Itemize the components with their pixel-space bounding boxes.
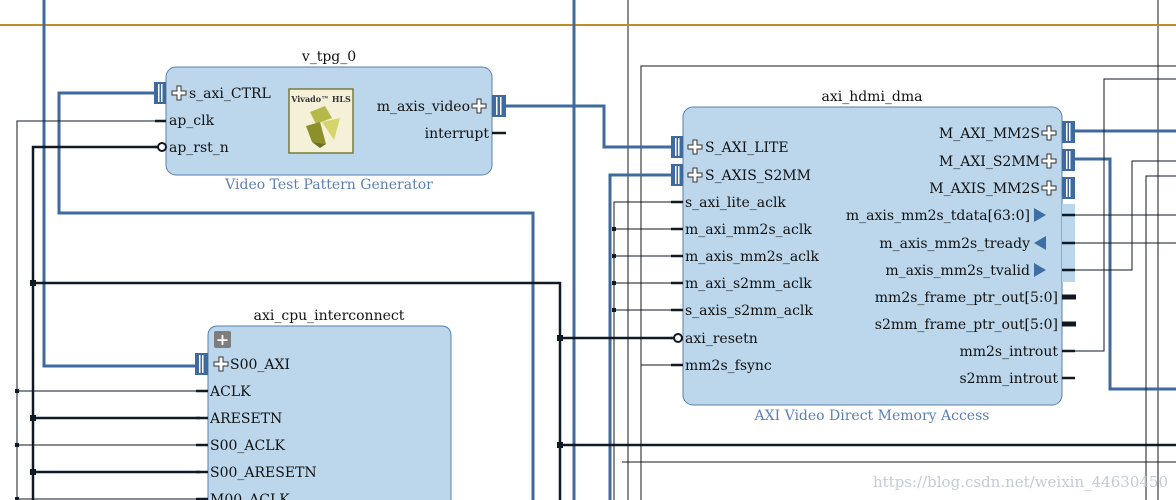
port-label: mm2s_introut — [959, 344, 1058, 360]
wire-junctions — [15, 227, 616, 500]
port-label: axi_resetn — [685, 331, 758, 347]
bus-wires — [42, 0, 1176, 500]
port-label: ARESETN — [209, 411, 282, 427]
port-label: m_axi_mm2s_aclk — [685, 222, 812, 238]
frame-lines — [622, 0, 1176, 500]
block-axi-hdmi-dma[interactable]: axi_hdmi_dma — [671, 89, 1076, 424]
expand-plus-icon[interactable] — [1041, 180, 1057, 196]
expand-plus-icon[interactable] — [687, 167, 703, 183]
port-label: S00_ACLK — [210, 438, 286, 454]
expand-plus-icon[interactable] — [1041, 125, 1057, 141]
bus-connector-m-axi-s2mm[interactable] — [1062, 149, 1075, 171]
expand-hierarchy-button[interactable]: + — [214, 330, 231, 349]
bus-pins — [1062, 294, 1076, 327]
bus-connector-s-axis-s2mm[interactable] — [671, 164, 683, 186]
svg-text:+: + — [216, 330, 229, 349]
port-label: S_AXI_LITE — [705, 140, 789, 156]
bus-connector-m-axis-mm2s[interactable] — [1062, 177, 1075, 199]
expand-plus-icon[interactable] — [687, 139, 703, 155]
bus-connector-s-axi-ctrl[interactable] — [154, 82, 166, 104]
right-pins — [1062, 213, 1075, 272]
port-label: m_axis_video — [377, 99, 470, 115]
block-description-v-tpg-0: Video Test Pattern Generator — [224, 177, 433, 193]
bus-connector-m-axis-video[interactable] — [492, 95, 506, 117]
port-label: m_axis_mm2s_aclk — [685, 249, 819, 265]
logo-label: Vivado™ HLS — [290, 94, 351, 104]
block-title-axi-cpu-interconnect: axi_cpu_interconnect — [254, 308, 405, 324]
port-label: s_axis_s2mm_aclk — [685, 303, 813, 319]
output-arrow-icon — [1034, 208, 1046, 222]
port-label: s_axi_lite_aclk — [685, 195, 786, 211]
port-label: m_axis_mm2s_tvalid — [885, 263, 1030, 279]
port-label: ap_clk — [169, 113, 215, 129]
pin-axi-resetn-inverter — [673, 333, 683, 343]
port-label: s_axi_CTRL — [189, 86, 271, 102]
bus-connector-s-axi-lite[interactable] — [671, 136, 683, 158]
block-v-tpg-0[interactable]: v_tpg_0 s_axi_CTRL ap_clk ap_rst_n m_axi… — [154, 49, 506, 193]
port-label: ACLK — [209, 384, 251, 400]
vivado-hls-logo: Vivado™ HLS — [288, 88, 354, 154]
block-body-axi-cpu-interconnect[interactable] — [207, 325, 452, 500]
port-label: M_AXI_MM2S — [939, 126, 1040, 142]
port-label: S00_AXI — [230, 357, 290, 373]
port-label: S_AXIS_S2MM — [705, 168, 811, 184]
block-title-v-tpg-0: v_tpg_0 — [301, 49, 356, 65]
port-label: M_AXIS_MM2S — [929, 181, 1040, 197]
port-label: mm2s_frame_ptr_out[5:0] — [875, 290, 1058, 306]
interconnect-pins — [196, 389, 208, 500]
port-label: mm2s_fsync — [685, 358, 772, 374]
block-axi-cpu-interconnect[interactable]: axi_cpu_interconnect + S00_AXI ACLK ARES… — [195, 308, 452, 500]
port-label: m_axis_mm2s_tdata[63:0] — [846, 208, 1030, 224]
expand-plus-icon[interactable] — [1041, 153, 1057, 169]
port-label: ap_rst_n — [169, 140, 229, 156]
right-pins-lower — [1062, 349, 1075, 380]
input-arrow-icon — [1034, 236, 1046, 250]
port-label: interrupt — [425, 126, 490, 142]
bus-connector-m-axi-mm2s[interactable] — [1062, 121, 1075, 143]
bus-connector-s00-axi[interactable] — [195, 353, 208, 375]
pin-ap-rst-n-inverter — [157, 142, 167, 152]
port-label: M00_ACLK — [210, 492, 290, 500]
port-label: m_axi_s2mm_aclk — [685, 276, 812, 292]
port-label: s2mm_introut — [959, 371, 1058, 387]
expand-plus-icon[interactable] — [171, 85, 187, 101]
expand-plus-icon[interactable] — [213, 356, 229, 372]
signal-wires — [16, 78, 1176, 500]
port-label: S00_ARESETN — [210, 465, 317, 481]
port-label: s2mm_frame_ptr_out[5:0] — [875, 317, 1058, 333]
block-description-axi-hdmi-dma: AXI Video Direct Memory Access — [754, 408, 990, 424]
port-label: M_AXI_S2MM — [939, 154, 1040, 170]
port-label: m_axis_mm2s_tready — [879, 236, 1030, 252]
output-arrow-icon — [1034, 263, 1046, 277]
expand-plus-icon[interactable] — [471, 98, 487, 114]
block-title-axi-hdmi-dma: axi_hdmi_dma — [821, 89, 922, 105]
watermark: https://blog.csdn.net/weixin_44630450 — [873, 473, 1168, 491]
